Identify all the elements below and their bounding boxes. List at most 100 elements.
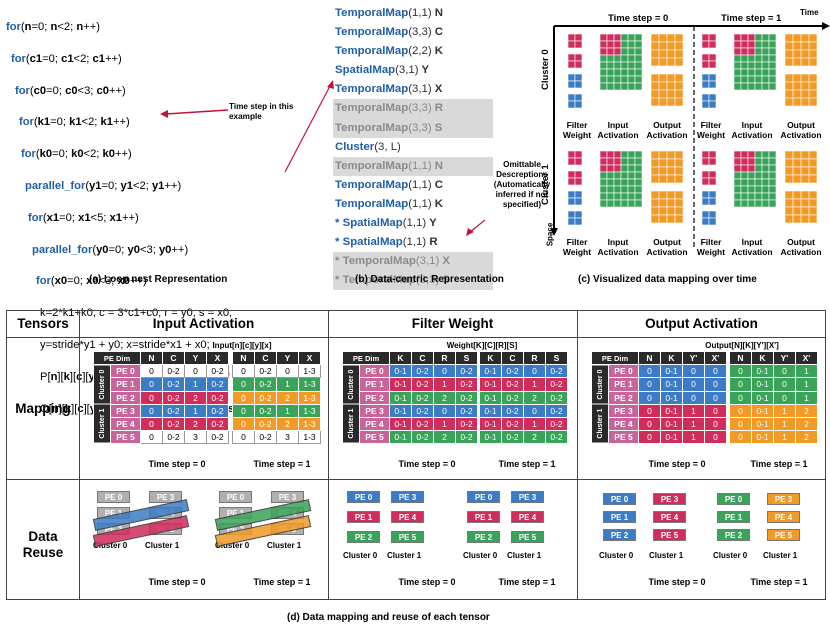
- cube-cell: [768, 54, 777, 63]
- cube-cell: [747, 157, 756, 166]
- cube-cell: [792, 150, 802, 160]
- table-cell: 0-1: [389, 430, 412, 445]
- cube-cell: [761, 68, 770, 77]
- table-cell: 0-1: [479, 403, 502, 418]
- pe-box: PE 2: [603, 529, 636, 541]
- table-cell: 1: [773, 403, 796, 418]
- cube-cell: [599, 68, 608, 77]
- table-cell: 0-1: [389, 416, 412, 432]
- cube-cell: [701, 150, 710, 159]
- table-cell: 0-2: [411, 416, 434, 432]
- cube-cell: [761, 33, 770, 42]
- caption-b: (b) Data-centric Representation: [355, 274, 504, 285]
- table-cell: 0: [704, 416, 727, 432]
- cube-cell: [740, 54, 749, 63]
- cube-cell: [784, 57, 794, 67]
- cube-cell: [740, 40, 749, 49]
- cube-cell: [768, 33, 777, 42]
- cube-cell: [800, 214, 810, 224]
- table-cell: 2: [433, 390, 456, 405]
- cluster-label: Cluster 0: [93, 541, 128, 550]
- code-line: for(c1=0; c1<2; c1++): [11, 52, 122, 65]
- cube-cell: [784, 41, 794, 51]
- cube-cell: [666, 41, 676, 51]
- cube-cell: [761, 171, 770, 180]
- cube-cell: [708, 177, 717, 186]
- cube-cell: [599, 171, 608, 180]
- cube-cell: [650, 81, 660, 91]
- cube-cell: [627, 185, 636, 194]
- cube-cell: [733, 61, 742, 70]
- cluster-label: Cluster 1: [763, 551, 798, 560]
- tensor-table: Tensors Input Activation Filter Weight O…: [6, 310, 826, 600]
- cube-cell: [768, 164, 777, 173]
- cube-cell: [740, 68, 749, 77]
- cube-cell: [701, 190, 710, 199]
- directive-row: TemporalMap(1,1) N: [335, 7, 444, 19]
- cube-cell: [768, 185, 777, 194]
- vis-label: Output Activation: [646, 120, 688, 140]
- cube-cell: [708, 157, 717, 166]
- cube-cell: [613, 171, 622, 180]
- table-cell: 1: [276, 377, 299, 392]
- cube-cell: [606, 61, 615, 70]
- cube-cell: [754, 40, 763, 49]
- cube-cell: [613, 150, 622, 159]
- cube-cell: [634, 68, 643, 77]
- vis-label: Input Activation: [731, 120, 773, 140]
- cube-cell: [599, 54, 608, 63]
- cube-cell: [574, 73, 583, 82]
- cube-cell: [674, 41, 684, 51]
- table-cell: 0: [638, 377, 661, 392]
- cluster-label: Cluster 1: [507, 551, 542, 560]
- output-activation-header: Output Activation: [645, 316, 758, 331]
- cube-cell: [754, 157, 763, 166]
- cube-cell: [740, 185, 749, 194]
- cube-cell: [784, 190, 794, 200]
- cube-cell: [747, 61, 756, 70]
- cube-cell: [658, 81, 668, 91]
- table-cell: 0-2: [411, 430, 434, 445]
- table-cell: 0-2: [501, 364, 524, 379]
- table-cell: 0-1: [751, 364, 774, 379]
- cube-cell: [784, 73, 794, 83]
- table-cell: 0: [140, 416, 163, 432]
- cube-cell: [574, 100, 583, 109]
- directive-row: * SpatialMap(1,1) R: [335, 236, 438, 249]
- cube-cell: [733, 33, 742, 42]
- table-cell: 0-2: [411, 403, 434, 418]
- cube-cell: [666, 158, 676, 168]
- cube-cell: [792, 33, 802, 43]
- cube-cell: [733, 178, 742, 187]
- cube-cell: [650, 89, 660, 99]
- cube-cell: [768, 68, 777, 77]
- cube-cell: [701, 100, 710, 109]
- cube-cell: [808, 89, 818, 99]
- cube-cell: [613, 82, 622, 91]
- table-cell: 1: [795, 377, 818, 392]
- table-cell: 1: [184, 403, 207, 418]
- table-cell: 0-2: [455, 403, 478, 418]
- cube-cell: [800, 158, 810, 168]
- cube-cell: [606, 82, 615, 91]
- cube-cell: [634, 150, 643, 159]
- cube-cell: [634, 40, 643, 49]
- cube-cell: [708, 197, 717, 206]
- cube-cell: [792, 206, 802, 216]
- cube-cell: [800, 174, 810, 184]
- cube-cell: [627, 178, 636, 187]
- cube-cell: [708, 80, 717, 89]
- cube-cell: [701, 40, 710, 49]
- table-cell: 1: [433, 416, 456, 432]
- cube-cell: [627, 171, 636, 180]
- cube-cell: [627, 54, 636, 63]
